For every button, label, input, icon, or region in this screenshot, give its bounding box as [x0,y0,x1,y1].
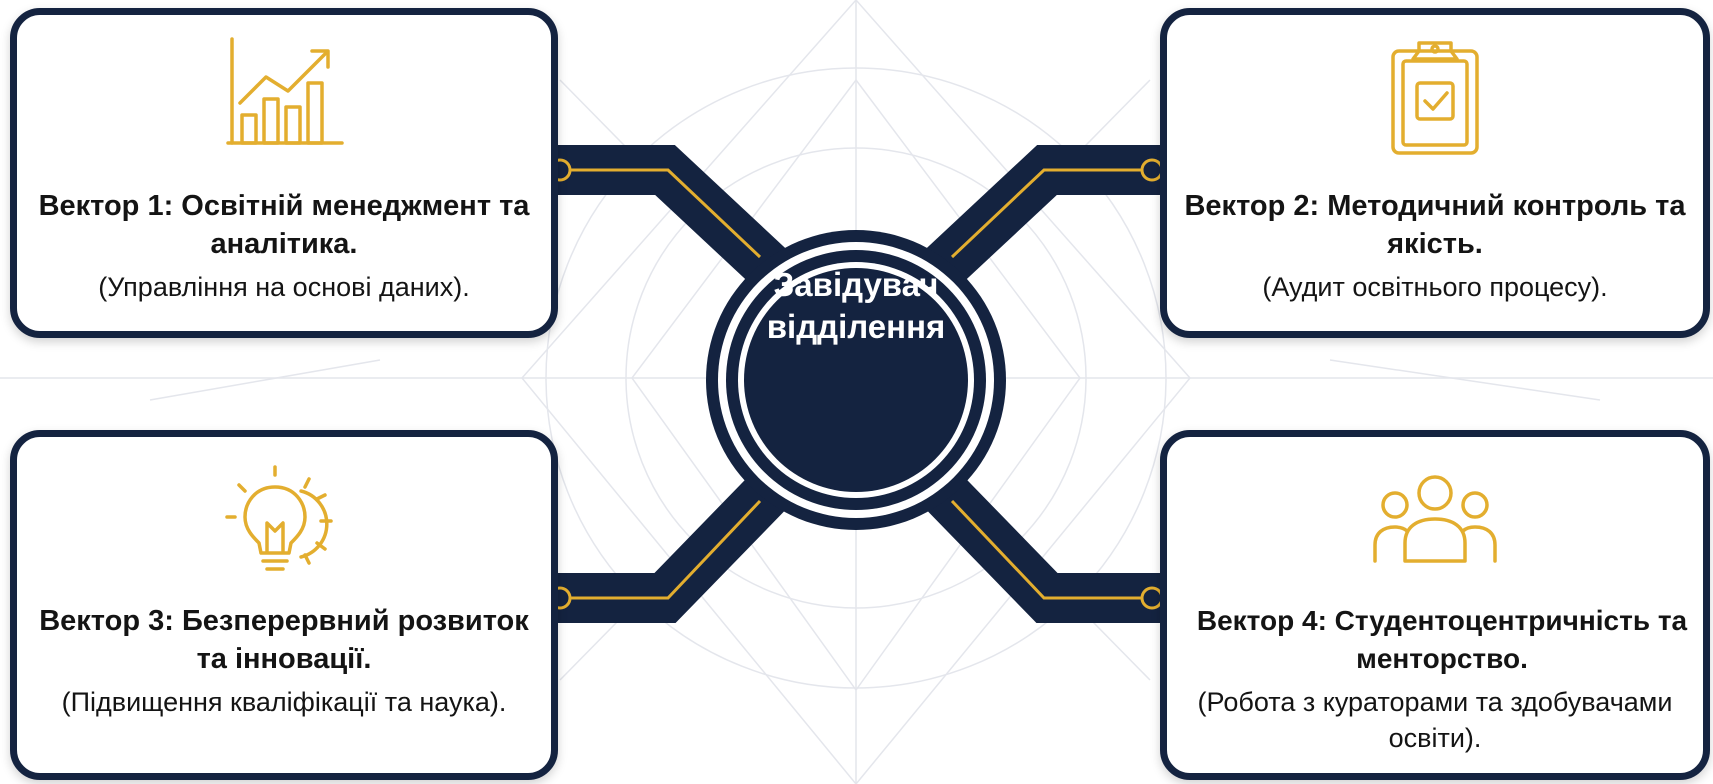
card-2-subtitle: (Аудит освітнього процесу). [1262,272,1608,302]
hub-line-2: відділення [766,308,946,345]
vector-card-4: Вектор 4: Студентоцентричність та ментор… [1160,430,1710,780]
card-4-subtitle: (Робота з кураторами та здобувачами осві… [1197,687,1673,753]
connector-2 [924,145,1172,287]
clipboard-check-icon [1387,37,1483,157]
card-1-subtitle: (Управління на основі даних). [98,272,470,302]
card-2-title: Вектор 2: Методичний контроль та якість. [1184,190,1686,260]
connector-4 [924,472,1172,623]
hub-circle [706,230,1006,530]
hub-label: Завідувач відділення [750,200,962,412]
connector-1 [540,145,788,287]
lightbulb-gear-icon [225,465,343,577]
card-3-subtitle: (Підвищення кваліфікації та наука). [61,687,507,717]
card-1-title: Вектор 1: Освітній менеджмент та аналіти… [38,190,530,260]
card-4-title: Вектор 4: Студентоцентричність та ментор… [1196,605,1688,674]
vector-card-3: Вектор 3: Безперервний розвиток та іннов… [10,430,558,780]
card-3-title: Вектор 3: Безперервний розвиток та іннов… [39,605,529,675]
vector-card-1: Вектор 1: Освітній менеджмент та аналіти… [10,8,558,338]
vector-card-2: Вектор 2: Методичний контроль та якість.… [1160,8,1710,338]
people-group-icon [1371,471,1499,567]
hub-line-1: Завідувач [773,266,939,303]
chart-growth-icon [224,37,344,149]
